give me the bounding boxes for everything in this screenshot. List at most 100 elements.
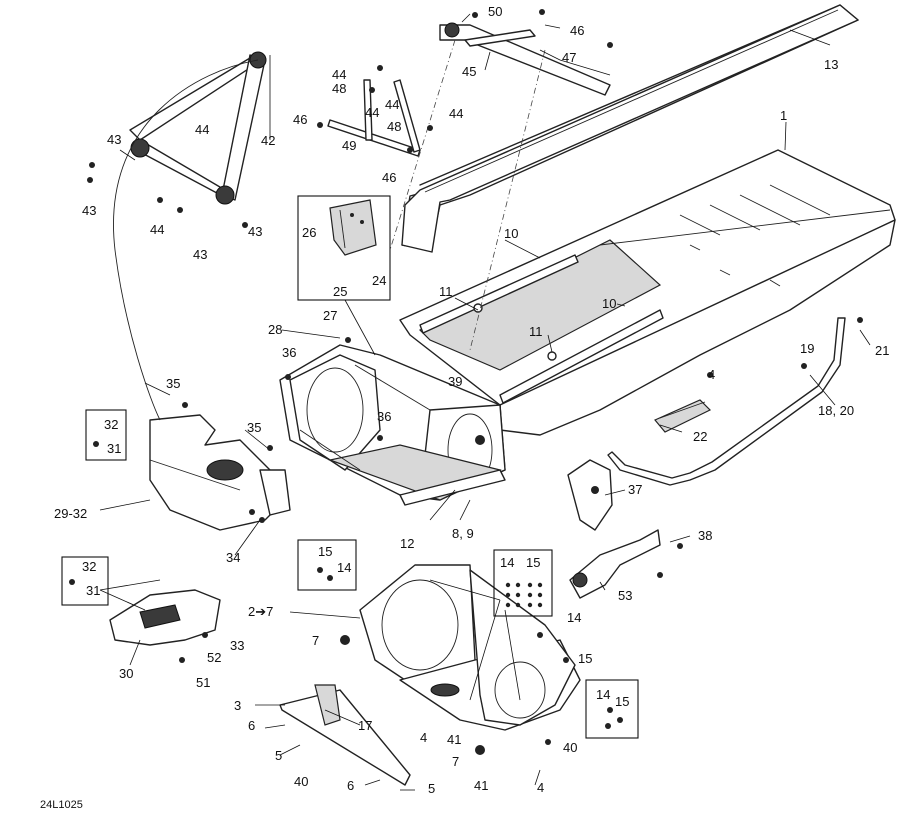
- callout-14[interactable]: 14: [500, 555, 514, 570]
- callout-3[interactable]: 3: [234, 698, 241, 713]
- callout-15[interactable]: 15: [318, 544, 332, 559]
- callout-6[interactable]: 6: [347, 778, 354, 793]
- callout-36[interactable]: 36: [282, 345, 296, 360]
- callout-45[interactable]: 45: [462, 64, 476, 79]
- callout-11[interactable]: 11: [529, 324, 543, 339]
- callout-44[interactable]: 44: [195, 122, 209, 137]
- callout-19[interactable]: 19: [800, 341, 814, 356]
- callout-31[interactable]: 31: [107, 441, 121, 456]
- callout-33[interactable]: 33: [230, 638, 244, 653]
- callout-4[interactable]: 4: [537, 780, 544, 795]
- callout-46[interactable]: 46: [382, 170, 396, 185]
- lower-bracket-30-part[interactable]: [109, 589, 221, 646]
- callout-4[interactable]: 4: [420, 730, 427, 745]
- link-rods-part[interactable]: [327, 79, 421, 157]
- callout-41[interactable]: 41: [447, 732, 461, 747]
- tunnel-cover-strip-part[interactable]: [401, 4, 859, 253]
- callout-7[interactable]: 7: [312, 633, 319, 648]
- callout-7[interactable]: 7: [452, 754, 459, 769]
- callout-17[interactable]: 17: [358, 718, 372, 733]
- callout-2-7[interactable]: 2➔7: [248, 604, 273, 619]
- callout-39[interactable]: 39: [448, 374, 462, 389]
- engine-cradle-part[interactable]: [359, 564, 581, 731]
- callout-38[interactable]: 38: [698, 528, 712, 543]
- callout-32[interactable]: 32: [82, 559, 96, 574]
- callout-11[interactable]: 11: [439, 284, 453, 299]
- callout-43[interactable]: 43: [248, 224, 262, 239]
- callout-14[interactable]: 14: [567, 610, 581, 625]
- front-bumper-assembly-part[interactable]: [149, 414, 291, 531]
- callout-49[interactable]: 49: [342, 138, 356, 153]
- callout-13[interactable]: 13: [824, 57, 838, 72]
- callout-5[interactable]: 5: [428, 781, 435, 796]
- steering-a-frame-part[interactable]: [113, 51, 267, 421]
- rear-suspension-bracket-part[interactable]: [569, 529, 661, 599]
- callout-32[interactable]: 32: [104, 417, 118, 432]
- callout-8-9[interactable]: 8, 9: [452, 526, 474, 541]
- callout-15[interactable]: 15: [615, 694, 629, 709]
- inset-box-31-32-upper: [85, 409, 127, 461]
- rail-reinforcement-part[interactable]: [419, 254, 664, 404]
- callout-15[interactable]: 15: [578, 651, 592, 666]
- upper-column-support-part[interactable]: [389, 22, 611, 351]
- callout-37[interactable]: 37: [628, 482, 642, 497]
- callout-10[interactable]: 10: [504, 226, 518, 241]
- callout-14[interactable]: 14: [337, 560, 351, 575]
- inset-box-14-15-left: [297, 539, 357, 591]
- callout-47[interactable]: 47: [562, 50, 576, 65]
- callout-10[interactable]: 10: [602, 296, 616, 311]
- callout-50[interactable]: 50: [488, 4, 502, 19]
- callout-40[interactable]: 40: [563, 740, 577, 755]
- callout-31[interactable]: 31: [86, 583, 100, 598]
- callout-46[interactable]: 46: [293, 112, 307, 127]
- callout-5[interactable]: 5: [275, 748, 282, 763]
- callout-44[interactable]: 44: [150, 222, 164, 237]
- callout-53[interactable]: 53: [618, 588, 632, 603]
- callout-43[interactable]: 43: [107, 132, 121, 147]
- rear-bumper-part[interactable]: [607, 317, 846, 486]
- callout-48[interactable]: 48: [332, 81, 346, 96]
- leader-lines: [99, 13, 871, 791]
- callout-6[interactable]: 6: [248, 718, 255, 733]
- callout-48[interactable]: 48: [387, 119, 401, 134]
- callout-25[interactable]: 25: [333, 284, 347, 299]
- callout-15[interactable]: 15: [526, 555, 540, 570]
- callout-21[interactable]: 21: [875, 343, 889, 358]
- callout-43[interactable]: 43: [193, 247, 207, 262]
- callout-44[interactable]: 44: [385, 97, 399, 112]
- callout-34[interactable]: 34: [226, 550, 240, 565]
- callout-1[interactable]: 1: [780, 108, 787, 123]
- callout-44[interactable]: 44: [332, 67, 346, 82]
- skid-plate-part[interactable]: [279, 684, 411, 786]
- callout-28[interactable]: 28: [268, 322, 282, 337]
- callout-4[interactable]: 4: [708, 367, 715, 382]
- callout-26[interactable]: 26: [302, 225, 316, 240]
- callout-27[interactable]: 27: [323, 308, 337, 323]
- callout-14[interactable]: 14: [596, 687, 610, 702]
- tunnel-part[interactable]: [399, 149, 896, 436]
- callout-43[interactable]: 43: [82, 203, 96, 218]
- callout-41[interactable]: 41: [474, 778, 488, 793]
- callout-18-20[interactable]: 18, 20: [818, 403, 854, 418]
- bracket-37-part[interactable]: [567, 459, 613, 531]
- callout-35[interactable]: 35: [247, 420, 261, 435]
- callout-36[interactable]: 36: [377, 409, 391, 424]
- callout-labels: 1 2➔7 3 4 4 4 5 5 6 6 7 7 8, 9 10 10 11 …: [54, 4, 889, 796]
- front-frame-part[interactable]: [279, 344, 506, 506]
- callout-46[interactable]: 46: [570, 23, 584, 38]
- callout-29-32[interactable]: 29-32: [54, 506, 87, 521]
- callout-44[interactable]: 44: [449, 106, 463, 121]
- callout-52[interactable]: 52: [207, 650, 221, 665]
- reflector-bracket-part[interactable]: [654, 399, 712, 433]
- callout-30[interactable]: 30: [119, 666, 133, 681]
- callout-24[interactable]: 24: [372, 273, 386, 288]
- callout-40[interactable]: 40: [294, 774, 308, 789]
- callout-12[interactable]: 12: [400, 536, 414, 551]
- callout-22[interactable]: 22: [693, 429, 707, 444]
- callout-44[interactable]: 44: [365, 105, 379, 120]
- callout-51[interactable]: 51: [196, 675, 210, 690]
- inset-box-14-15-center: [493, 549, 553, 617]
- inset-box-24-26: [297, 195, 391, 356]
- callout-42[interactable]: 42: [261, 133, 275, 148]
- callout-35[interactable]: 35: [166, 376, 180, 391]
